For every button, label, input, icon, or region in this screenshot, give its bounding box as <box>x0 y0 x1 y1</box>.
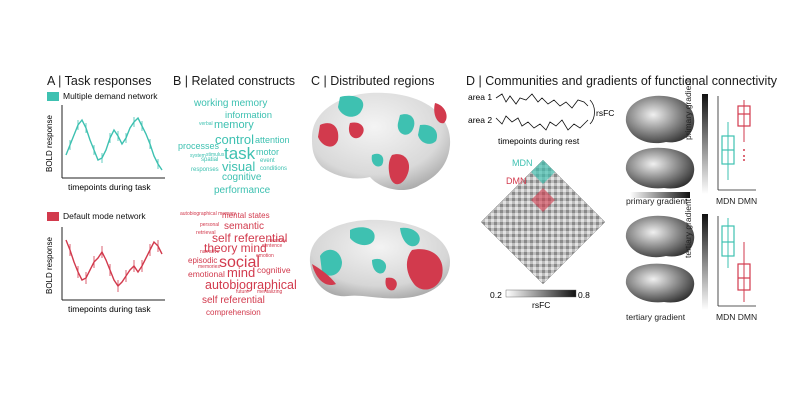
word-memory-dmn: memory <box>268 238 287 244</box>
word-performance: performance <box>214 185 271 196</box>
area1-label: area 1 <box>468 92 492 102</box>
word-motor: motor <box>256 147 280 157</box>
panel-a-title: A | Task responses <box>47 74 152 88</box>
word-self-referential-2: self referential <box>202 295 265 306</box>
word-sentence: sentence <box>262 243 283 249</box>
dmn-ylabel: BOLD response <box>45 237 54 294</box>
connectivity-matrix: MDN DMN 0.2 0.8 rsFC <box>480 158 606 310</box>
word-conditions: conditions <box>260 166 288 172</box>
word-verbal: verbal <box>199 121 213 127</box>
area2-trace <box>495 115 589 131</box>
mdn-legend-label: Multiple demand network <box>63 91 158 101</box>
word-stimulus: stimulus <box>206 152 225 158</box>
word-semantic: semantic <box>224 221 265 232</box>
panel-d-title: D | Communities and gradients of functio… <box>466 74 778 88</box>
word-emotional: emotional <box>188 269 225 279</box>
word-mental-states: mental states <box>222 211 270 220</box>
rsfc-colorbar <box>505 289 577 298</box>
rsfc-arrow-label: rsFC <box>596 108 614 118</box>
word-autobiographical-memory: autobiographical memory <box>180 211 237 217</box>
tertiary-gradient-label: tertiary gradient <box>626 312 686 322</box>
word-social: social <box>219 254 260 271</box>
tertiary-box-xlabel: MDN DMN <box>716 312 758 322</box>
rest-timeseries: area 1 area 2 rsFC timepoints during res… <box>468 92 614 146</box>
brain-lateral-view <box>311 92 451 191</box>
primary-gradient-brains <box>625 95 695 198</box>
mdn-ylabel: BOLD response <box>45 115 54 172</box>
word-system: system <box>190 153 206 159</box>
cbar-max: 0.8 <box>578 290 590 300</box>
panel-b-title: B | Related constructs <box>173 74 296 88</box>
word-emotion: emotion <box>256 253 274 259</box>
cbar-min: 0.2 <box>490 290 502 300</box>
dmn-matrix-label: DMN <box>506 176 527 186</box>
word-mentalizing: mentalizing <box>257 289 283 295</box>
area1-trace <box>495 93 589 109</box>
word-retrieval: retrieval <box>196 230 216 236</box>
mdn-matrix-label: MDN <box>512 158 533 168</box>
word-theory-mind: theory mind <box>204 241 267 255</box>
primary-box-xlabel: MDN DMN <box>716 196 758 206</box>
word-episodic: episodic <box>188 256 218 265</box>
dmn-legend-label: Default mode network <box>63 211 146 221</box>
word-autobiographical: autobiographical <box>205 278 297 292</box>
word-responses: responses <box>191 167 219 173</box>
word-future: future <box>236 289 249 295</box>
word-task: task <box>224 144 256 163</box>
word-spatial: spatial <box>201 157 219 163</box>
word-event: event <box>260 158 275 164</box>
word-mind: mind <box>227 265 256 280</box>
dmn-task-response-plot: BOLD response timepoints during task <box>45 227 165 314</box>
primary-gradient-boxplot <box>702 94 756 194</box>
word-narrative: narrative <box>200 249 220 255</box>
mdn-xlabel: timepoints during task <box>68 182 151 192</box>
dmn-xlabel: timepoints during task <box>68 304 151 314</box>
mdn-task-response-plot: BOLD response timepoints during task <box>45 105 165 192</box>
word-cognitive-dmn: cognitive <box>257 265 291 275</box>
word-memory: memory <box>214 119 254 131</box>
word-control: control <box>215 132 255 147</box>
word-visual: visual <box>222 159 256 174</box>
word-memories: memories <box>198 264 220 270</box>
word-attention: attention <box>255 135 290 145</box>
word-self-referential-1: self referential <box>212 231 288 245</box>
tertiary-ylabel: tertiary gradient <box>683 198 693 258</box>
cbar-label: rsFC <box>532 300 550 310</box>
word-working-memory: working memory <box>194 98 268 109</box>
brain-medial-view <box>309 219 450 299</box>
tertiary-gradient-boxplot <box>702 214 756 310</box>
rest-xlabel: timepoints during rest <box>498 136 580 146</box>
mdn-legend-swatch <box>47 92 59 101</box>
word-comprehension: comprehension <box>206 308 261 317</box>
area2-label: area 2 <box>468 115 492 125</box>
panel-c-title: C | Distributed regions <box>311 74 435 88</box>
dmn-legend-swatch <box>47 212 59 221</box>
dmn-response-line <box>65 239 163 288</box>
mdn-response-line <box>65 116 163 171</box>
word-information: information <box>225 110 272 121</box>
tertiary-gradient-brains <box>625 215 695 303</box>
primary-gradient-label: primary gradient <box>626 196 688 206</box>
primary-ylabel: primary gradient <box>683 78 693 140</box>
word-cognitive: cognitive <box>222 172 262 183</box>
word-processes: processes <box>178 141 220 151</box>
word-personal: personal <box>200 222 220 228</box>
